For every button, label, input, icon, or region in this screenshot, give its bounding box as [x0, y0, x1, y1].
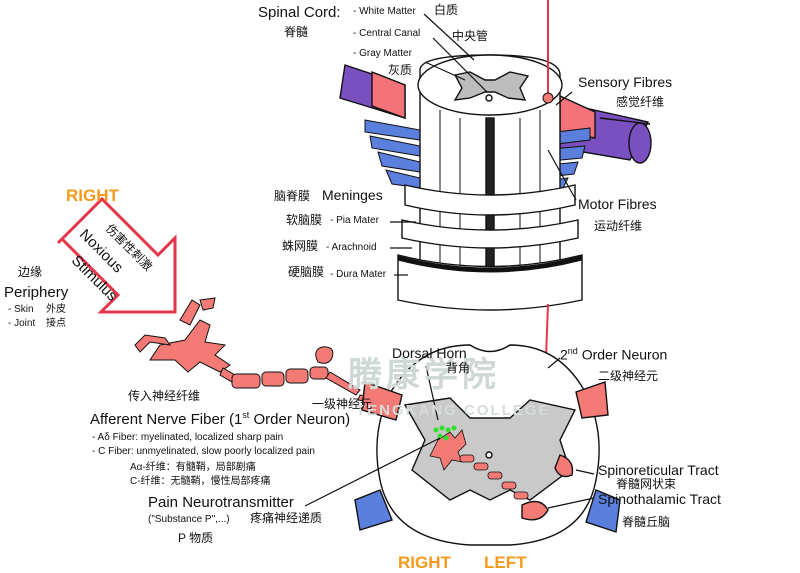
- left-label-bottom: LEFT: [484, 553, 527, 572]
- afferent-title: Afferent Nerve Fiber (1st Order Neuron): [90, 410, 350, 428]
- spinothalamic-cn: 脊髓丘脑: [622, 515, 671, 529]
- periphery-title: Periphery: [4, 284, 69, 301]
- motor-fibres-left: [364, 119, 421, 189]
- arachnoid-label: - Arachnoid: [326, 242, 377, 253]
- afferent-title-a: Afferent Nerve Fiber (1: [90, 411, 243, 428]
- c-fiber-label: - C Fiber: unmyelinated, slow poorly loc…: [92, 446, 315, 457]
- leader-lines: [304, 13, 595, 509]
- substance-p-dots: [433, 425, 457, 441]
- spinal-cord-title: Spinal Cord:: [258, 4, 341, 21]
- motor-fibres-label: Motor Fibres: [578, 196, 657, 212]
- pia-mater-cn: 软脑膜: [286, 213, 323, 227]
- second-order-neuron-cell: [429, 429, 529, 500]
- first-order-cn: 一级神经元: [312, 397, 373, 411]
- noxious-arrow: [56, 196, 177, 314]
- skin-label: - Skin: [8, 304, 34, 315]
- spinoreticular-cn: 脊髓网状束: [616, 477, 677, 491]
- gray-matter-cross: [403, 397, 577, 501]
- spinal-cord-3d: [339, 54, 652, 311]
- dura-mater-cn: 硬脑膜: [288, 265, 325, 279]
- second-order-pre: 2: [560, 346, 568, 363]
- afferent-cn: 传入神经纤维: [128, 389, 201, 403]
- gray-matter-cn: 灰质: [388, 63, 413, 77]
- watermark-en: TENGKANG COLLEGE: [356, 402, 551, 419]
- second-order-label: 2nd Order Neuron: [560, 346, 667, 363]
- dura-mater-label: - Dura Mater: [330, 269, 387, 280]
- second-order-post: Order Neuron: [577, 346, 668, 363]
- meninges-cn: 脑脊膜: [274, 189, 311, 203]
- a-delta-label: - Aδ Fiber: myelinated, localized sharp …: [92, 432, 284, 443]
- joint-cn: 接点: [46, 318, 66, 329]
- second-order-cn: 二级神经元: [598, 369, 659, 383]
- sensory-fibres-label: Sensory Fibres: [578, 74, 673, 90]
- skin-cn: 外皮: [46, 304, 66, 315]
- c-fiber-cn: C-纤维：无髓鞘，慢性局部疼痛: [130, 476, 271, 487]
- meninges-title: Meninges: [322, 187, 383, 203]
- sensory-fibres-cn: 感觉纤维: [616, 95, 665, 109]
- afferent-title-sup: st: [242, 410, 250, 420]
- arachnoid-cn: 蛛网膜: [282, 239, 319, 253]
- p-substance-cn: P 物质: [178, 531, 214, 545]
- pain-nt-title: Pain Neurotransmitter: [148, 494, 294, 511]
- periphery-cn: 边缘: [18, 265, 43, 279]
- second-order-sup: nd: [567, 346, 578, 356]
- spinothalamic-label: Spinothalamic Tract: [598, 491, 721, 507]
- pain-nt-cn: 疼痛神经递质: [250, 511, 323, 525]
- watermark-cn: 腾康学院: [348, 356, 500, 394]
- afferent-title-b: Order Neuron): [249, 411, 351, 428]
- central-canal: [485, 94, 493, 102]
- central-canal-label: - Central Canal: [353, 28, 421, 39]
- central-canal-cn: 中央管: [452, 29, 489, 43]
- pia-mater-label: - Pia Mater: [330, 215, 379, 226]
- gray-matter-label: - Gray Matter: [353, 48, 412, 59]
- a-fiber-cn: Aα-纤维：有髓鞘，局部剧痛: [130, 462, 256, 473]
- spinoreticular-label: Spinoreticular Tract: [598, 462, 719, 478]
- right-label-bottom: RIGHT: [398, 553, 451, 572]
- right-label-top: RIGHT: [66, 186, 119, 205]
- white-matter-cn: 白质: [434, 3, 459, 17]
- dorsal-horn-cn: 背角: [446, 361, 471, 375]
- pain-nt-sub: ("Substance P",...): [148, 514, 230, 525]
- joint-label: - Joint: [8, 318, 36, 329]
- dorsal-horn-label: Dorsal Horn: [392, 345, 467, 361]
- white-matter-label: - White Matter: [353, 6, 416, 17]
- spinal-cord-title-cn: 脊髓: [284, 25, 309, 39]
- motor-fibres-cn: 运动纤维: [594, 219, 643, 233]
